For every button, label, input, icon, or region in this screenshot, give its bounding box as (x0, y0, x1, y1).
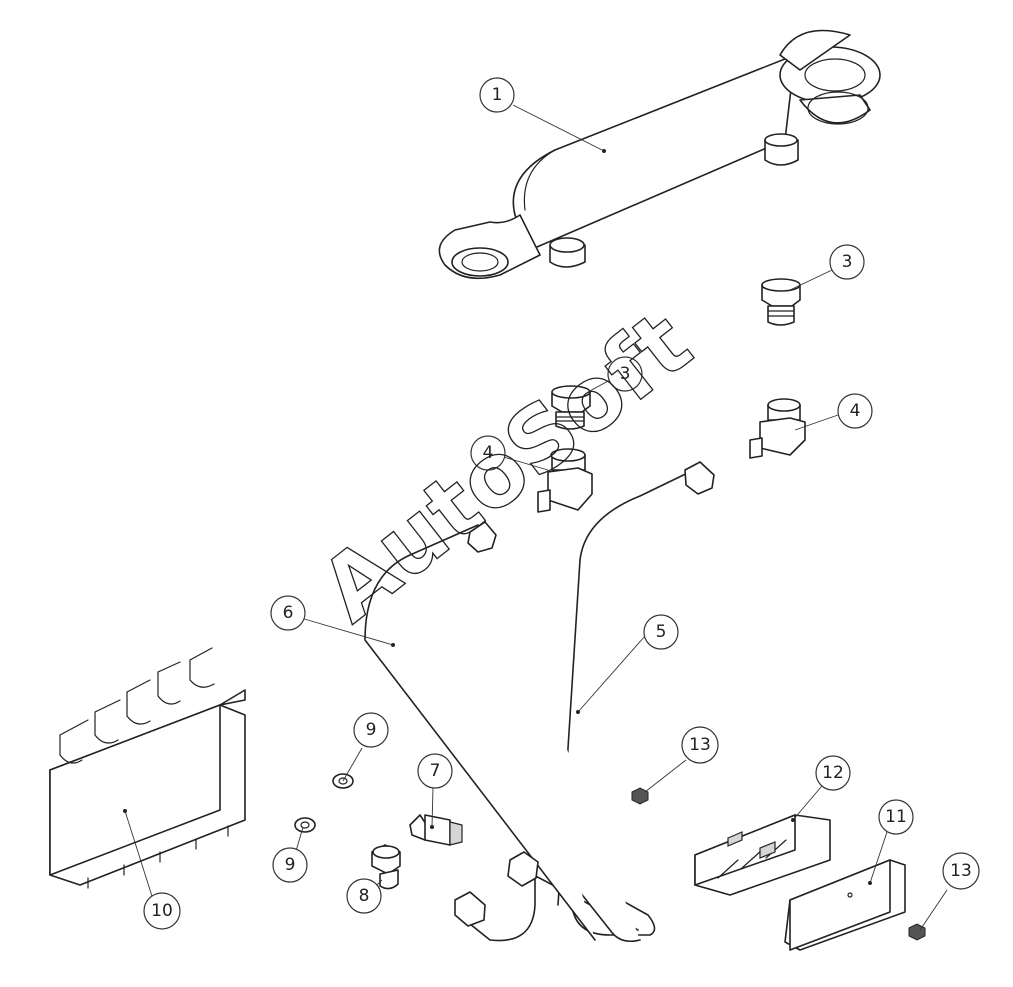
callout-4-middle-label: 4 (483, 443, 494, 463)
callout-8: 8 (346, 878, 382, 914)
callout-3-middle-label: 3 (620, 364, 631, 384)
callout-5-label: 5 (656, 622, 667, 642)
callout-7: 7 (417, 753, 453, 789)
leader-lines (124, 104, 948, 931)
callout-9-lower-label: 9 (285, 855, 296, 875)
callout-13-lower: 13 (942, 852, 980, 890)
callout-11: 11 (878, 799, 914, 835)
callout-6-label: 6 (283, 603, 294, 623)
callout-3-middle: 3 (607, 356, 643, 392)
callout-9-upper: 9 (353, 712, 389, 748)
callout-1: 1 (479, 77, 515, 113)
callout-13-upper: 13 (681, 726, 719, 764)
callout-6: 6 (270, 595, 306, 631)
part-9-washer-lower (294, 817, 316, 833)
part-11-bracket (784, 859, 906, 951)
part-3-fitting-right (761, 278, 801, 326)
callout-4-right-label: 4 (850, 401, 861, 421)
callout-12-label: 12 (822, 763, 844, 783)
callout-11-label: 11 (885, 807, 907, 827)
part-10-block (49, 647, 246, 889)
part-1-hydraulic-cylinder (438, 29, 881, 280)
callout-13-lower-label: 13 (950, 861, 972, 881)
part-8-adapter (371, 844, 401, 890)
part-3-fitting-middle (551, 385, 591, 430)
callout-3-right-label: 3 (842, 252, 853, 272)
part-4-elbow-right (749, 398, 806, 459)
callout-9-upper-label: 9 (366, 720, 377, 740)
part-12-bracket (694, 814, 831, 896)
callout-13-upper-label: 13 (689, 735, 711, 755)
callout-1-label: 1 (492, 85, 503, 105)
callout-4-middle: 4 (470, 435, 506, 471)
part-13-nut-upper (631, 787, 649, 805)
part-4-elbow-middle (537, 448, 593, 513)
part-7-adapter (409, 814, 463, 846)
callout-8-label: 8 (359, 886, 370, 906)
callout-9-lower: 9 (272, 847, 308, 883)
callout-10: 10 (143, 892, 181, 930)
callout-3-right: 3 (829, 244, 865, 280)
part-5-tube (527, 461, 715, 936)
callout-10-label: 10 (151, 901, 173, 921)
callout-5: 5 (643, 614, 679, 650)
callout-4-right: 4 (837, 393, 873, 429)
callout-12: 12 (815, 755, 851, 791)
callout-7-label: 7 (430, 761, 441, 781)
part-6-tube (364, 521, 641, 943)
